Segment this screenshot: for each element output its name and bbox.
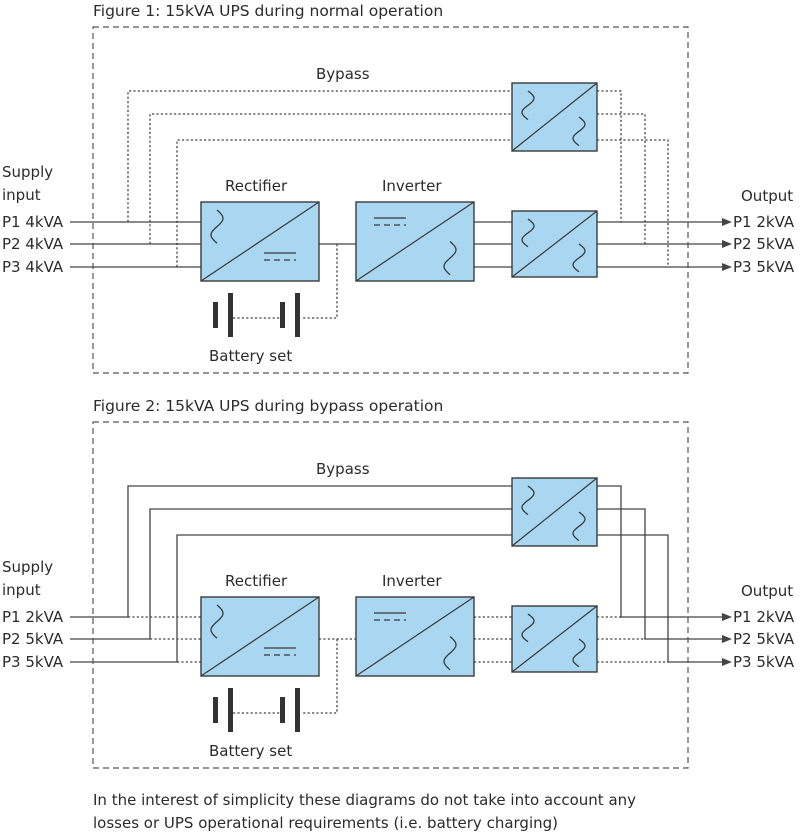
input-phase-label: P3 5kVA	[2, 653, 64, 671]
battery-icon	[213, 688, 300, 732]
input-phase-label: P1 4kVA	[2, 213, 64, 231]
battery-plate	[228, 688, 233, 732]
sine-wave-icon	[572, 243, 586, 273]
battery-link-wire	[301, 639, 338, 714]
sine-wave-icon	[521, 613, 535, 643]
ups-boundary	[92, 26, 689, 374]
battery-plate	[280, 302, 285, 328]
output-phase-label: P2 5kVA	[733, 235, 795, 253]
supply-label: input	[2, 186, 41, 204]
bypass-return-p2	[597, 508, 646, 639]
ac-to-ac-converter-icon-diagonal	[511, 477, 598, 547]
arrow-right-icon	[722, 635, 732, 643]
ac-to-dc-converter-icon	[200, 596, 320, 677]
sine-wave-icon	[521, 90, 535, 121]
supply-label: input	[2, 581, 41, 599]
battery-plate	[213, 697, 218, 723]
figure-title: Figure 1: 15kVA UPS during normal operat…	[93, 2, 443, 20]
sine-wave-icon	[210, 209, 224, 244]
supply-label: Supply	[2, 558, 53, 576]
ac-to-ac-converter-icon-diagonal	[511, 605, 598, 673]
bypass-feed-p3	[176, 534, 512, 662]
input-phase-label: P2 4kVA	[2, 235, 64, 253]
ac-to-dc-converter-icon-diagonal	[200, 596, 320, 677]
dc-to-ac-converter-icon-diagonal	[355, 201, 475, 282]
output-phase-label: P2 5kVA	[733, 630, 795, 648]
inverter-label: Inverter	[382, 572, 442, 590]
ac-to-ac-converter-icon-diagonal	[511, 82, 598, 152]
dc-to-ac-converter-icon	[355, 201, 475, 282]
bypass-return-p3	[597, 534, 669, 662]
footnote-line-1: In the interest of simplicity these diag…	[93, 791, 636, 809]
output-label: Output	[741, 582, 793, 600]
sine-wave-icon	[443, 636, 457, 671]
arrow-right-icon	[722, 658, 732, 666]
dc-to-ac-converter-icon-diagonal	[355, 596, 475, 677]
ac-to-dc-converter-icon-diagonal	[200, 201, 320, 282]
battery-icon	[213, 293, 300, 337]
battery-plate	[295, 688, 300, 732]
rectifier-label: Rectifier	[225, 177, 288, 195]
sine-wave-icon	[521, 218, 535, 248]
ac-to-ac-converter-icon	[511, 605, 598, 673]
battery-label: Battery set	[209, 347, 292, 365]
arrow-right-icon	[722, 218, 732, 226]
battery-label: Battery set	[209, 742, 292, 760]
inverter-label: Inverter	[382, 177, 442, 195]
ac-to-ac-converter-icon-diagonal	[511, 210, 598, 278]
supply-label: Supply	[2, 163, 53, 181]
bypass-label: Bypass	[316, 65, 370, 83]
bypass-return-p1	[597, 485, 622, 617]
bypass-feed-p2	[149, 113, 512, 244]
battery-plate	[213, 302, 218, 328]
sine-wave-icon	[521, 485, 535, 516]
bypass-return-p3	[597, 139, 669, 267]
output-phase-label: P1 2kVA	[733, 213, 795, 231]
bypass-feed-p1	[127, 485, 512, 617]
arrow-right-icon	[722, 613, 732, 621]
arrow-right-icon	[722, 240, 732, 248]
input-phase-label: P3 4kVA	[2, 258, 64, 276]
ac-to-ac-converter-icon	[511, 477, 598, 547]
ac-to-ac-converter-icon	[511, 82, 598, 152]
input-phase-label: P2 5kVA	[2, 630, 64, 648]
bypass-label: Bypass	[316, 460, 370, 478]
output-phase-label: P1 2kVA	[733, 608, 795, 626]
input-phase-label: P1 2kVA	[2, 608, 64, 626]
ups-boundary	[92, 421, 689, 769]
rectifier-label: Rectifier	[225, 572, 288, 590]
sine-wave-icon	[210, 604, 224, 639]
output-phase-label: P3 5kVA	[733, 653, 795, 671]
footnote-line-2: losses or UPS operational requirements (…	[93, 814, 558, 832]
sine-wave-icon	[572, 511, 586, 542]
bypass-return-p1	[597, 90, 622, 222]
figure-title: Figure 2: 15kVA UPS during bypass operat…	[93, 397, 443, 415]
figure-normal-operation: Figure 1: 15kVA UPS during normal operat…	[2, 2, 795, 374]
output-phase-label: P3 5kVA	[733, 258, 795, 276]
dc-to-ac-converter-icon	[355, 596, 475, 677]
ac-to-ac-converter-icon	[511, 210, 598, 278]
sine-wave-icon	[572, 116, 586, 147]
arrow-right-icon	[722, 263, 732, 271]
sine-wave-icon	[443, 241, 457, 276]
output-label: Output	[741, 187, 793, 205]
figure-bypass-operation: Figure 2: 15kVA UPS during bypass operat…	[2, 397, 795, 769]
battery-plate	[280, 697, 285, 723]
bypass-feed-p2	[149, 508, 512, 639]
battery-plate	[295, 293, 300, 337]
sine-wave-icon	[572, 638, 586, 668]
battery-plate	[228, 293, 233, 337]
ac-to-dc-converter-icon	[200, 201, 320, 282]
battery-link-wire	[301, 244, 338, 319]
